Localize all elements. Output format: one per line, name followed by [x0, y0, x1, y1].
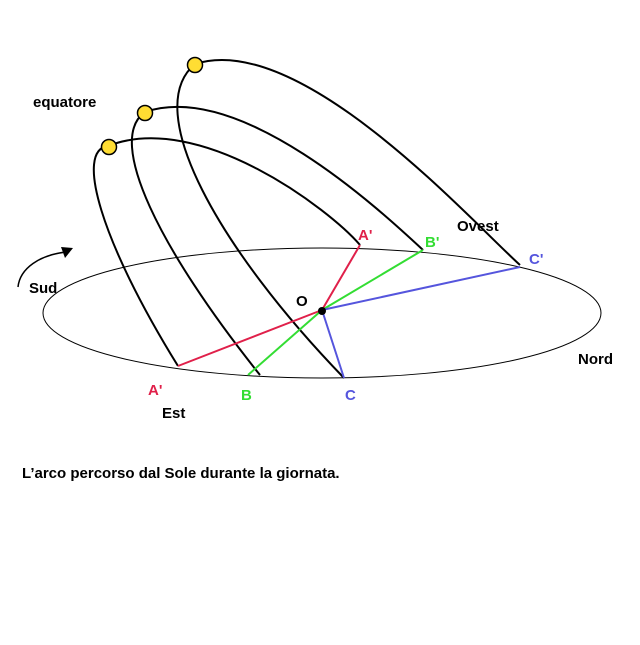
label-a-rise: A' — [148, 382, 162, 399]
line-o-to-a-set — [321, 244, 361, 311]
label-b-rise: B — [241, 387, 252, 404]
label-c-set: C' — [529, 251, 543, 268]
sun-icon — [100, 138, 118, 156]
line-o-to-c-rise — [321, 309, 345, 379]
horizon-ellipse — [42, 247, 602, 379]
label-south: Sud — [29, 280, 57, 297]
line-o-to-c-set — [321, 266, 521, 311]
path-c-lines — [321, 266, 521, 379]
sun-icon — [136, 104, 154, 122]
label-center: O — [296, 293, 308, 310]
line-o-to-a-rise — [177, 309, 323, 367]
label-c-rise: C — [345, 387, 356, 404]
label-a-set: A' — [358, 227, 372, 244]
line-o-to-b-set — [321, 249, 424, 311]
center-point — [318, 307, 326, 315]
rotation-arrow-icon — [17, 247, 73, 288]
label-west: Ovest — [457, 218, 499, 235]
label-north: Nord — [578, 351, 613, 368]
line-o-to-b-rise — [247, 309, 323, 376]
caption: L’arco percorso dal Sole durante la gior… — [22, 465, 340, 482]
label-equator: equatore — [33, 94, 96, 111]
label-b-set: B' — [425, 234, 439, 251]
label-east: Est — [162, 405, 185, 422]
path-a-lines — [177, 244, 361, 367]
sun-icon — [186, 56, 204, 74]
path-b-lines — [247, 249, 424, 376]
sun-arc-middle — [130, 105, 424, 376]
